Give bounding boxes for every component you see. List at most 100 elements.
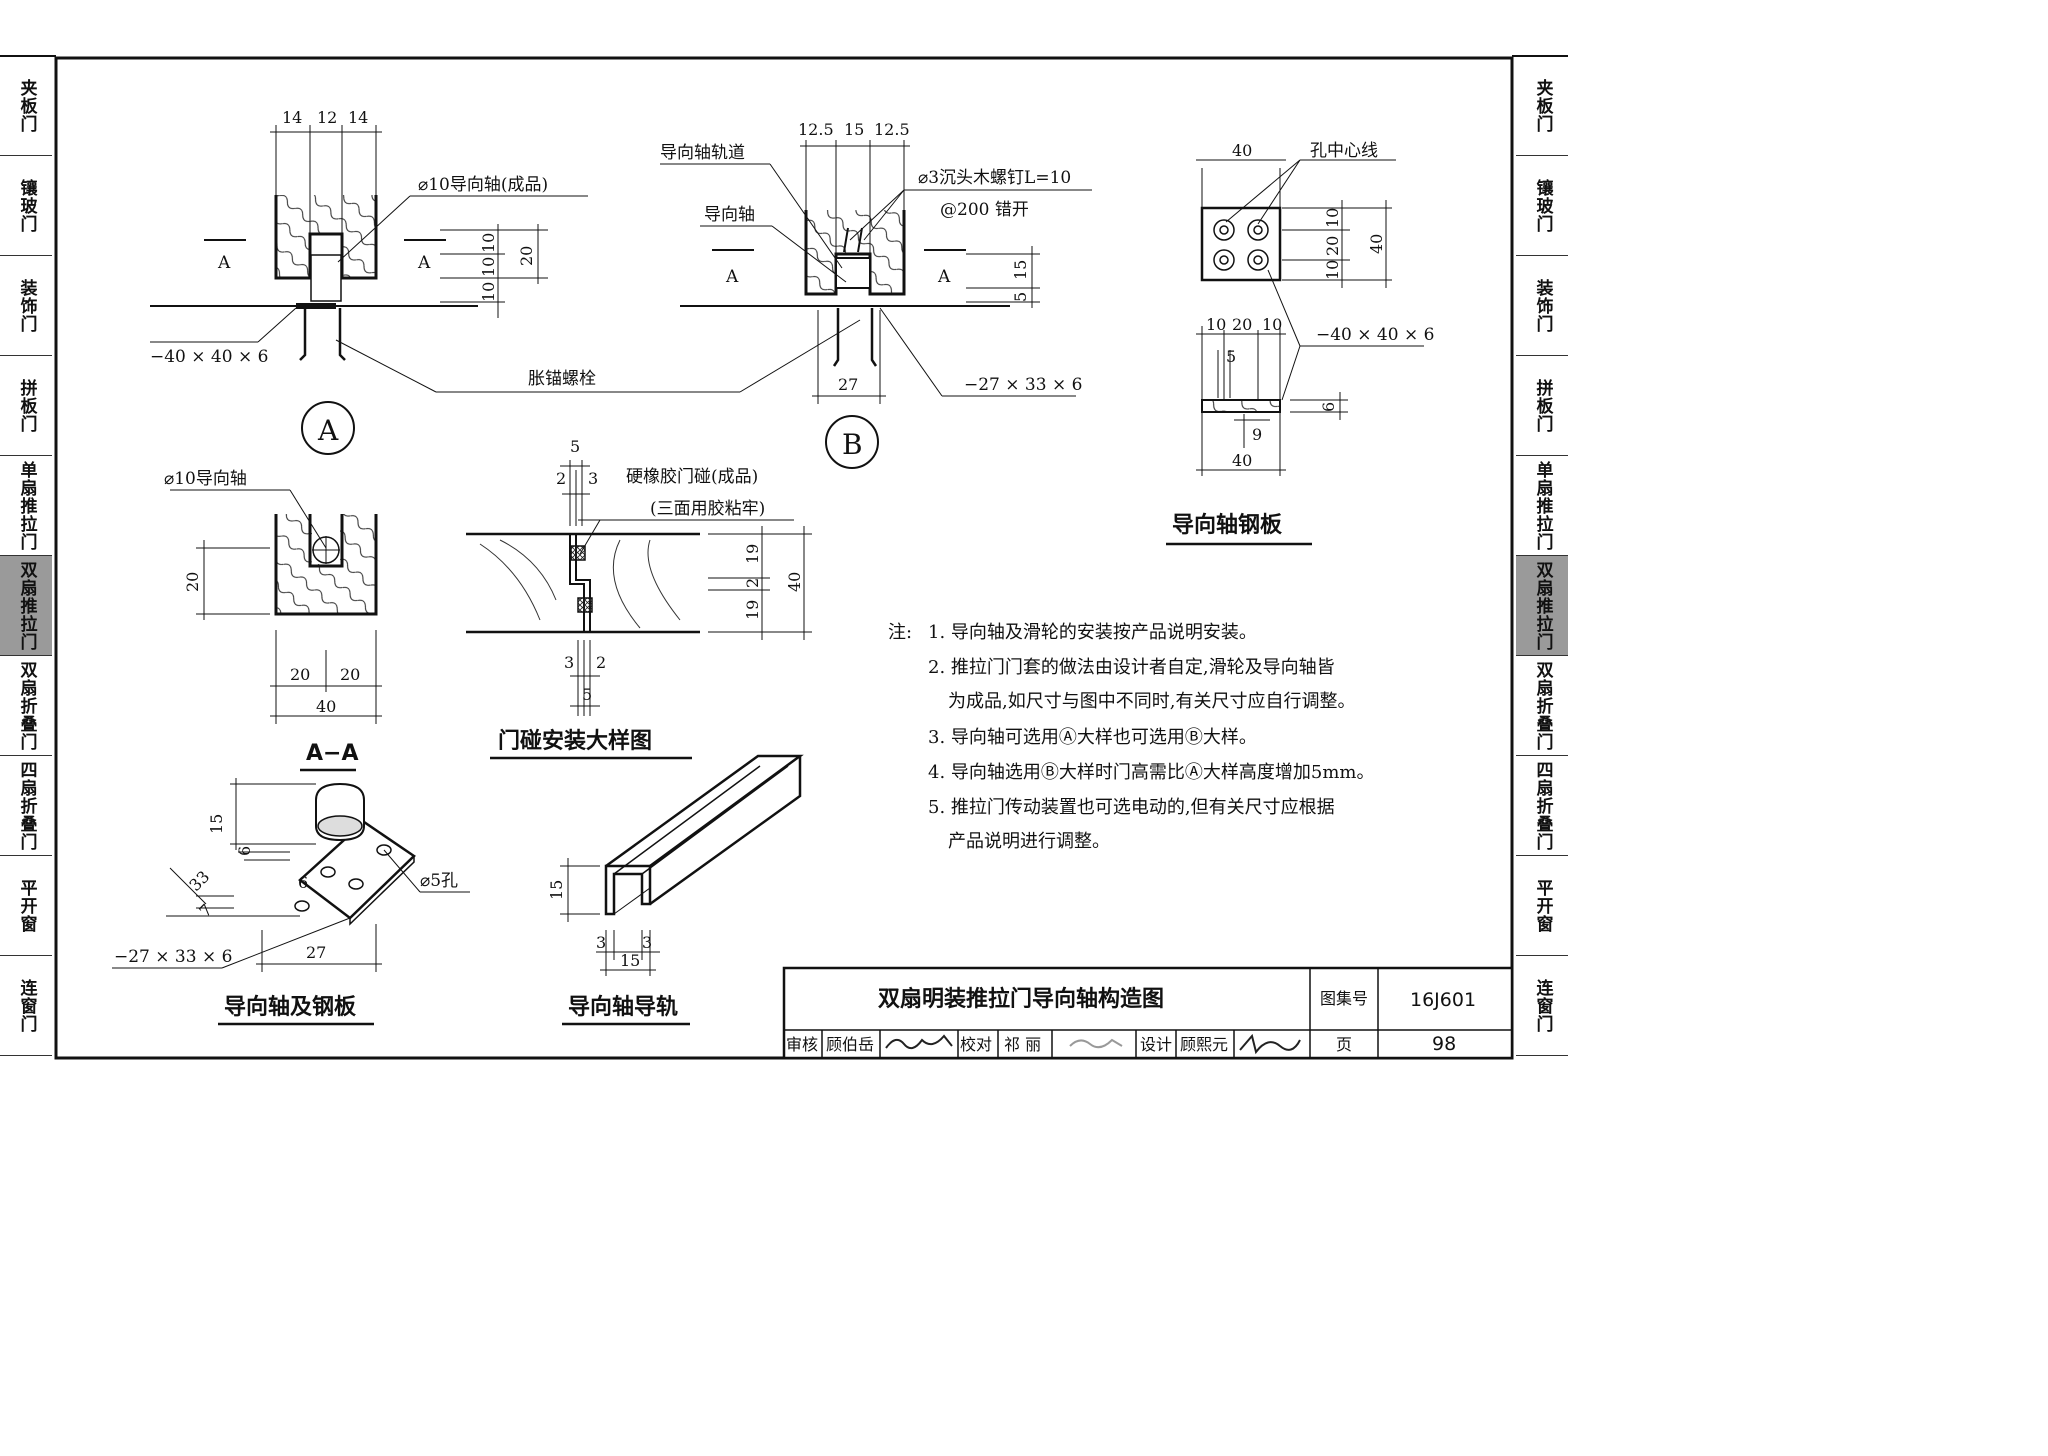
reviewer-name: 顾伯岳: [826, 1035, 874, 1054]
drawing-sheet: 14 12 14 ⌀10导向轴(成品) A A 10 10 10 20 −40 …: [0, 55, 1568, 1060]
right-tab-1[interactable]: 镶玻门: [1516, 156, 1568, 256]
right-tab-label: 平开窗: [1532, 878, 1553, 933]
right-tab-6[interactable]: 双扇折叠门: [1516, 656, 1568, 756]
left-tab-label: 平开窗: [16, 878, 37, 933]
left-tab-label: 双扇折叠门: [16, 660, 37, 751]
dimension-label: 20: [1232, 315, 1252, 334]
label-a-plate: −40 × 40 × 6: [150, 347, 268, 367]
right-tab-8[interactable]: 平开窗: [1516, 856, 1568, 956]
anchor-bolt-callout: 胀锚螺栓: [335, 319, 861, 393]
right-tab-3[interactable]: 拼板门: [1516, 356, 1568, 456]
right-tab-5[interactable]: 双扇推拉门: [1516, 556, 1568, 656]
note-line-2: 2. 推拉门门套的做法由设计者自定,滑轮及导向轴皆: [928, 657, 1335, 678]
left-tab-1[interactable]: 镶玻门: [0, 156, 52, 256]
label-steel-plate: −40 × 40 × 6: [1316, 325, 1434, 345]
right-tab-strip: 夹板门镶玻门装饰门拼板门单扇推拉门双扇推拉门双扇折叠门四扇折叠门平开窗连窗门: [1516, 56, 1568, 1056]
dimension-label: 10: [479, 233, 498, 253]
dimension-label: 设计: [1140, 1035, 1172, 1054]
dimension-label: 3: [564, 653, 574, 672]
left-tab-0[interactable]: 夹板门: [0, 56, 52, 156]
caption-steel-plate: 导向轴钢板: [1172, 512, 1283, 538]
label-hole-centerline: 孔中心线: [1310, 141, 1378, 161]
dimension-label: 12.5: [798, 120, 834, 139]
left-tab-4[interactable]: 单扇推拉门: [0, 456, 52, 556]
right-tab-label: 夹板门: [1532, 78, 1553, 133]
designer-signature: [1239, 1033, 1301, 1055]
label-shaft-plate: −27 × 33 × 6: [114, 947, 232, 967]
left-tab-3[interactable]: 拼板门: [0, 356, 52, 456]
caption-guide-rail: 导向轴导轨: [568, 994, 678, 1020]
detail-a: 14 12 14 ⌀10导向轴(成品) A A 10 10 10 20 −40 …: [150, 108, 588, 455]
dimension-label: 27: [306, 943, 326, 962]
left-tab-5[interactable]: 双扇推拉门: [0, 556, 52, 656]
left-tab-2[interactable]: 装饰门: [0, 256, 52, 356]
dimension-label: 15: [547, 880, 566, 900]
caption-door-stop: 门碰安装大样图: [498, 728, 652, 754]
right-tab-label: 装饰门: [1532, 278, 1553, 333]
label-b-screw: ⌀3沉头木螺钉L=10: [918, 168, 1071, 188]
page-number: 98: [1432, 1033, 1456, 1055]
dimension-label: 2: [743, 578, 762, 588]
note-line-2b: 为成品,如尺寸与图中不同时,有关尺寸应自行调整。: [948, 691, 1355, 712]
dimension-label: 10: [1323, 260, 1342, 280]
notes: 注: 1. 导向轴及滑轮的安装按产品说明安装。 2. 推拉门门套的做法由设计者自…: [888, 622, 1374, 852]
dimension-label: 10: [1323, 208, 1342, 228]
left-tab-9[interactable]: 连窗门: [0, 956, 52, 1056]
notes-prefix: 注:: [888, 622, 912, 643]
right-tab-label: 拼板门: [1532, 378, 1553, 433]
caption-section-aa: A−A: [306, 741, 359, 766]
label-b-plate: −27 × 33 × 6: [964, 375, 1082, 395]
label-glue-note: (三面用胶粘牢): [650, 499, 765, 519]
left-tab-label: 夹板门: [16, 78, 37, 133]
right-tab-4[interactable]: 单扇推拉门: [1516, 456, 1568, 556]
left-tab-8[interactable]: 平开窗: [0, 856, 52, 956]
dimension-label: 5: [1011, 292, 1030, 302]
left-tab-label: 装饰门: [16, 278, 37, 333]
left-tab-label: 双扇推拉门: [16, 560, 37, 651]
dimension-label: 20: [290, 665, 310, 684]
dimension-label: 5: [570, 437, 580, 456]
page-label: 页: [1336, 1035, 1352, 1054]
dimension-label: 40: [785, 572, 804, 592]
label-b-track: 导向轴轨道: [660, 143, 745, 163]
dim-a-top-2: 12: [317, 108, 337, 127]
label-b-shaft: 导向轴: [704, 205, 755, 225]
dimension-label: 15: [207, 814, 226, 834]
section-mark-a-left: A: [217, 253, 231, 273]
left-tab-label: 连窗门: [16, 978, 37, 1033]
left-tab-label: 四扇折叠门: [16, 760, 37, 851]
dimension-label: 审核: [786, 1035, 818, 1054]
atlas-number: 16J601: [1410, 989, 1476, 1011]
dimension-label: 2: [596, 653, 606, 672]
right-tab-label: 连窗门: [1532, 978, 1553, 1033]
note-line-3: 3. 导向轴可选用Ⓐ大样也可选用Ⓑ大样。: [928, 727, 1257, 748]
section-a-a: ⌀10导向轴 20 20 20 40 A−A: [164, 469, 382, 772]
door-stop-detail: 5 2 3 硬橡胶门碰(成品) (三面用胶粘牢) 19 2 19 40 3 2 …: [466, 437, 812, 760]
label-a-shaft: ⌀10导向轴(成品): [418, 175, 548, 195]
right-tab-2[interactable]: 装饰门: [1516, 256, 1568, 356]
detail-a-circle: A: [317, 414, 339, 447]
dimension-label: 40: [1232, 451, 1252, 470]
right-tab-9[interactable]: 连窗门: [1516, 956, 1568, 1056]
reviewer-signature: [885, 1034, 953, 1050]
dimension-label: 20: [183, 572, 202, 592]
dimension-label: 15: [1011, 260, 1030, 280]
right-tab-0[interactable]: 夹板门: [1516, 56, 1568, 156]
left-tab-7[interactable]: 四扇折叠门: [0, 756, 52, 856]
dimension-label: 3: [588, 469, 598, 488]
dimension-label: 6: [1319, 402, 1338, 412]
dimension-label: 10: [479, 282, 498, 302]
left-tab-6[interactable]: 双扇折叠门: [0, 656, 52, 756]
dimension-label: 9: [1252, 425, 1262, 444]
dimension-label: 5: [1226, 347, 1236, 366]
right-tab-7[interactable]: 四扇折叠门: [1516, 756, 1568, 856]
shaft-and-plate-iso: 15 6 33 6 7 ⌀5孔 −27 × 33 × 6 27 导向轴及钢板: [112, 778, 470, 1026]
dimension-label: 27: [838, 375, 858, 394]
note-line-4: 4. 导向轴选用Ⓑ大样时门高需比Ⓐ大样高度增加5mm。: [928, 762, 1374, 783]
dimension-label: 3: [596, 933, 606, 952]
dimension-label: 15: [620, 951, 640, 970]
note-line-5b: 产品说明进行调整。: [948, 831, 1110, 852]
right-tab-label: 四扇折叠门: [1532, 760, 1553, 851]
left-tab-label: 单扇推拉门: [16, 460, 37, 551]
note-line-5: 5. 推拉门传动装置也可选电动的,但有关尺寸应根据: [928, 797, 1335, 818]
